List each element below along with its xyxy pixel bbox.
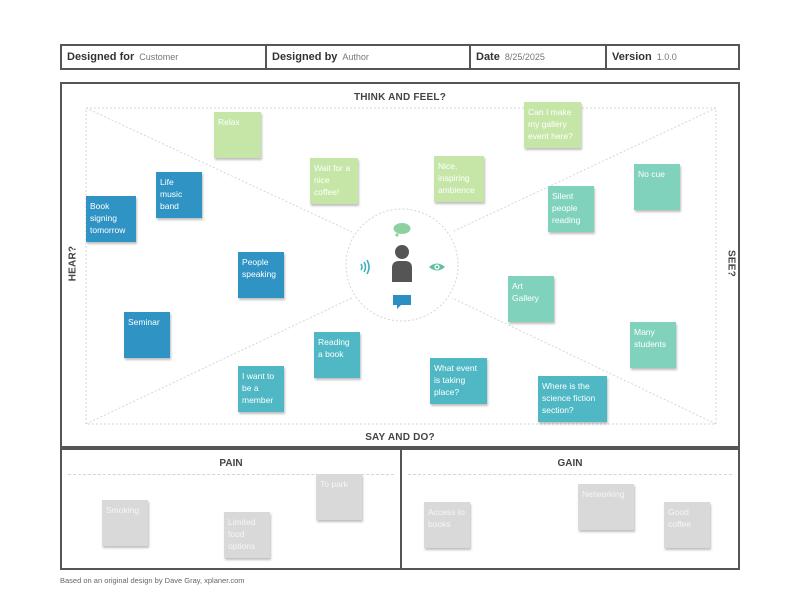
sound-waves-icon bbox=[360, 259, 370, 275]
hear-title: HEAR? bbox=[67, 245, 79, 282]
sticky-note-smoking[interactable]: Smoking bbox=[102, 500, 148, 546]
sticky-note-no-cue[interactable]: No cue bbox=[634, 164, 680, 210]
person-icon bbox=[392, 245, 412, 282]
header-bar: Designed for Customer Designed by Author… bbox=[60, 44, 740, 70]
date-cell[interactable]: Date 8/25/2025 bbox=[471, 46, 607, 68]
sticky-note-to-park[interactable]: To park bbox=[316, 474, 362, 520]
sticky-note-good-coffee[interactable]: Good coffee bbox=[664, 502, 710, 548]
date-label: Date bbox=[476, 51, 500, 63]
sticky-note-live-music[interactable]: Life music band bbox=[156, 172, 202, 218]
see-title: SEE? bbox=[725, 250, 737, 277]
speech-bubble-icon bbox=[393, 295, 411, 309]
version-value[interactable]: 1.0.0 bbox=[656, 52, 677, 62]
pain-title: PAIN bbox=[219, 458, 243, 469]
sticky-note-silent-reading[interactable]: Silent people reading bbox=[548, 186, 594, 232]
say-do-title: SAY AND DO? bbox=[365, 432, 435, 443]
sticky-note-book-signing[interactable]: Book signing tomorrow bbox=[86, 196, 136, 242]
sticky-note-seminar[interactable]: Seminar bbox=[124, 312, 170, 358]
designed-for-value[interactable]: Customer bbox=[139, 52, 179, 62]
designed-for-label: Designed for bbox=[67, 51, 135, 63]
version-label: Version bbox=[612, 51, 652, 63]
gain-title: GAIN bbox=[557, 458, 583, 469]
sticky-note-ambience[interactable]: Nice, inspiring ambience bbox=[434, 156, 484, 202]
sticky-note-nice-coffee[interactable]: Wait for a nice coffee! bbox=[310, 158, 358, 204]
designed-for-cell[interactable]: Designed for Customer bbox=[62, 46, 267, 68]
sticky-note-scifi-section[interactable]: Where is the science fiction section? bbox=[538, 376, 607, 422]
designed-by-cell[interactable]: Designed by Author bbox=[267, 46, 471, 68]
sticky-note-networking[interactable]: Networking bbox=[578, 484, 634, 530]
sticky-note-food-options[interactable]: Limited food options bbox=[224, 512, 270, 558]
sticky-note-access-books[interactable]: Access to books bbox=[424, 502, 470, 548]
gain-divider bbox=[408, 474, 732, 475]
sticky-note-many-students[interactable]: Many students bbox=[630, 322, 676, 368]
thought-bubble-icon bbox=[393, 223, 411, 237]
sticky-note-relax[interactable]: Relax bbox=[214, 112, 261, 158]
pain-panel: PAIN Smoking Limited food options To par… bbox=[60, 448, 402, 570]
date-value[interactable]: 8/25/2025 bbox=[504, 52, 545, 62]
empathy-map: THINK AND FEEL? SAY AND DO? HEAR? SEE? R… bbox=[60, 82, 740, 448]
designed-by-label: Designed by bbox=[272, 51, 338, 63]
sticky-note-gallery-event[interactable]: Can I make my gallery event here? bbox=[524, 102, 581, 148]
sticky-note-art-gallery[interactable]: Art Gallery bbox=[508, 276, 554, 322]
sticky-note-reading-book[interactable]: Reading a book bbox=[314, 332, 360, 378]
sticky-note-what-event[interactable]: What event is taking place? bbox=[430, 358, 487, 404]
think-feel-title: THINK AND FEEL? bbox=[353, 92, 447, 103]
sticky-note-people-speaking[interactable]: People speaking bbox=[238, 252, 284, 298]
gain-panel: GAIN Access to books Networking Good cof… bbox=[400, 448, 740, 570]
pain-divider bbox=[68, 474, 394, 475]
sticky-note-member[interactable]: I want to be a member bbox=[238, 366, 284, 412]
designed-by-value[interactable]: Author bbox=[342, 52, 369, 62]
eye-icon bbox=[429, 263, 445, 271]
version-cell[interactable]: Version 1.0.0 bbox=[607, 46, 738, 68]
credit-footer: Based on an original design by Dave Gray… bbox=[60, 576, 245, 585]
